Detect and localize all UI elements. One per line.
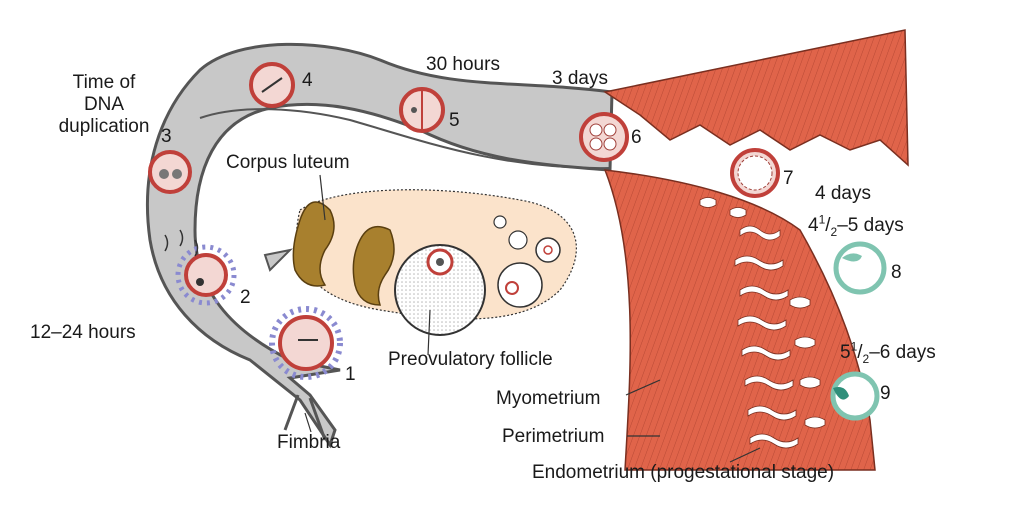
uterus-lower-wall xyxy=(603,169,876,471)
uterine-tube xyxy=(146,42,614,449)
dna-line-3: duplication xyxy=(58,116,150,137)
stage-number-2: 2 xyxy=(240,287,251,308)
stage-8-blastocyst xyxy=(833,241,887,295)
label-corpus-luteum: Corpus luteum xyxy=(226,152,350,173)
stage-3-pronuclei xyxy=(148,150,192,194)
label-endometrium: Endometrium (progestational stage) xyxy=(532,462,835,483)
stage-number-1: 1 xyxy=(345,364,356,385)
label-30-hours: 30 hours xyxy=(426,54,500,75)
label-preovulatory-follicle: Preovulatory follicle xyxy=(388,349,553,370)
label-5-6-days: 51/2–6 days xyxy=(840,339,936,366)
label-myometrium: Myometrium xyxy=(496,388,601,409)
stage-number-4: 4 xyxy=(302,70,313,91)
leader-lines xyxy=(304,174,761,463)
label-5-6-sub: 2 xyxy=(862,351,870,366)
stage-number-3: 3 xyxy=(161,126,172,147)
stage-number-8: 8 xyxy=(891,262,902,283)
label-5-6-rest: –6 days xyxy=(869,342,936,363)
corpus-luteum-shape xyxy=(292,201,335,287)
label-4-5-rest: –5 days xyxy=(837,215,904,236)
label-4-5-whole: 4 xyxy=(808,215,819,236)
label-4-days: 4 days xyxy=(815,183,871,204)
stage-2-fertilization xyxy=(164,229,237,306)
stage-number-5: 5 xyxy=(449,110,460,131)
stage-4-spindle xyxy=(249,62,295,108)
stage-7-morula xyxy=(730,148,780,198)
dna-line-2: DNA xyxy=(83,94,125,115)
label-perimetrium: Perimetrium xyxy=(502,426,605,447)
dna-duplication-label: Time of DNA duplication xyxy=(44,72,164,138)
label-5-6-whole: 5 xyxy=(840,342,851,363)
stage-5-two-cell xyxy=(399,87,445,133)
stage-number-7: 7 xyxy=(783,168,794,189)
label-4-5-days: 41/2–5 days xyxy=(808,212,904,239)
stage-1-oocyte xyxy=(269,306,343,380)
stage-number-9: 9 xyxy=(880,383,891,404)
label-4-5-sub: 2 xyxy=(830,224,838,239)
label-fimbria: Fimbria xyxy=(277,432,341,453)
stage-9-implantation xyxy=(830,371,880,421)
ovary xyxy=(292,189,577,336)
label-5-6-sup: 1 xyxy=(850,339,858,354)
stage-number-6: 6 xyxy=(631,127,642,148)
label-3-days: 3 days xyxy=(552,68,608,89)
dna-line-1: Time of xyxy=(72,72,136,93)
stage-6-cleavage xyxy=(579,112,629,162)
label-12-24-hours: 12–24 hours xyxy=(30,322,136,343)
uterus-upper-wall xyxy=(603,29,909,167)
label-4-5-sup: 1 xyxy=(818,212,826,227)
